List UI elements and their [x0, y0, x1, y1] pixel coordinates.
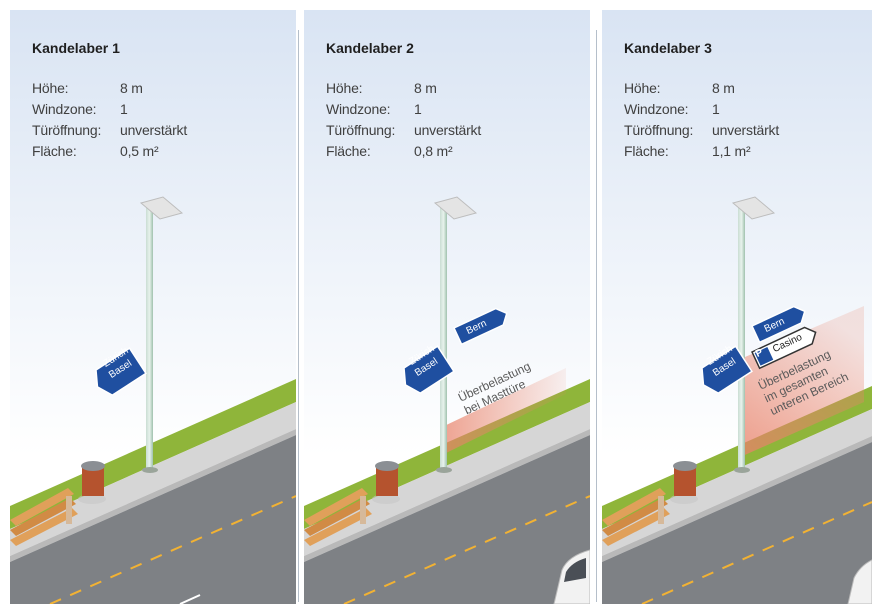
spec-row-windzone: Windzone:1	[32, 101, 128, 117]
lane-markings	[49, 495, 296, 604]
lamp-head	[433, 196, 478, 220]
lamp-post	[731, 196, 776, 473]
lane-markings	[343, 495, 590, 604]
panel-divider	[596, 30, 597, 602]
sign-zurich-basel	[95, 347, 147, 397]
spec-row-height: Höhe:8 m	[326, 80, 437, 96]
overload-zone	[738, 306, 864, 458]
bench	[602, 488, 670, 546]
sign-bern	[453, 307, 508, 346]
trash-bin	[372, 461, 400, 504]
road	[304, 435, 590, 604]
spec-row-area: Fläche:0,5 m²	[32, 143, 159, 159]
sign-casino	[751, 326, 817, 370]
panel-title: Kandelaber 3	[624, 40, 712, 56]
sign-bern	[751, 305, 806, 344]
bench	[304, 488, 372, 546]
spec-block: Kandelaber 2 Höhe:8 m Windzone:1 Türöffn…	[326, 40, 481, 162]
spec-row-area: Fläche:1,1 m²	[624, 143, 751, 159]
panel-kandelaber-3: Kandelaber 3 Höhe:8 m Windzone:1 Türöffn…	[602, 10, 872, 604]
road	[10, 435, 296, 604]
spec-row-area: Fläche:0,8 m²	[326, 143, 453, 159]
spec-row-windzone: Windzone:1	[326, 101, 422, 117]
sign-zurich-basel	[701, 345, 753, 395]
panel-title: Kandelaber 2	[326, 40, 414, 56]
panel-kandelaber-2: Kandelaber 2 Höhe:8 m Windzone:1 Türöffn…	[304, 10, 590, 604]
lane-markings	[641, 501, 872, 604]
spec-block: Kandelaber 1 Höhe:8 m Windzone:1 Türöffn…	[32, 40, 187, 162]
trash-bin	[670, 461, 698, 504]
spec-row-height: Höhe:8 m	[32, 80, 143, 96]
curb	[602, 436, 872, 562]
sidewalk	[10, 402, 296, 556]
road	[602, 442, 872, 604]
lamp-head	[139, 196, 184, 220]
spec-row-door: Türöffnung:unverstärkt	[32, 122, 188, 138]
lane-lines-white	[179, 594, 201, 604]
lamp-post	[433, 196, 478, 473]
scene-illustration	[602, 10, 872, 604]
trash-bin	[78, 461, 106, 504]
curb	[304, 429, 590, 562]
curb	[10, 429, 296, 562]
sign-zurich-basel	[403, 345, 455, 395]
car	[553, 549, 590, 604]
spec-row-door: Türöffnung:unverstärkt	[326, 122, 482, 138]
panel-divider	[298, 30, 299, 602]
lamp-head	[731, 196, 776, 220]
spec-row-windzone: Windzone:1	[624, 101, 720, 117]
sidewalk	[602, 409, 872, 556]
bench	[10, 488, 78, 546]
panel-title: Kandelaber 1	[32, 40, 120, 56]
spec-block: Kandelaber 3 Höhe:8 m Windzone:1 Türöffn…	[624, 40, 779, 162]
panel-kandelaber-1: Kandelaber 1 Höhe:8 m Windzone:1 Türöffn…	[10, 10, 296, 604]
overload-zone	[440, 368, 566, 456]
scene-illustration	[304, 10, 590, 604]
spec-row-door: Türöffnung:unverstärkt	[624, 122, 780, 138]
sidewalk	[304, 402, 590, 556]
spec-row-height: Höhe:8 m	[624, 80, 735, 96]
scene-illustration	[10, 10, 296, 604]
lamp-post	[139, 196, 184, 473]
